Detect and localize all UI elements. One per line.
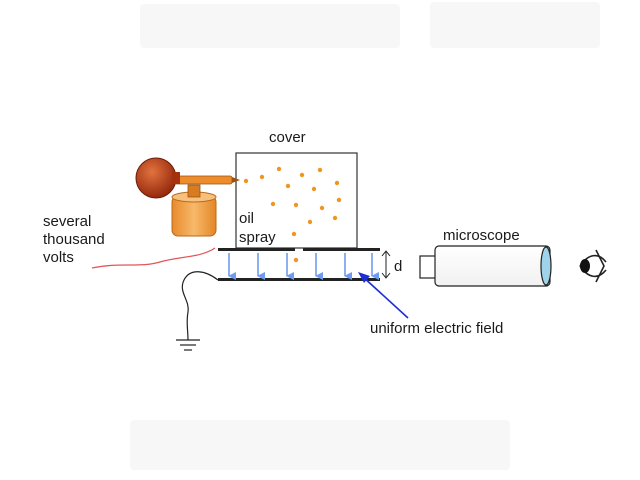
droplet bbox=[276, 166, 282, 172]
cover-box bbox=[235, 152, 358, 249]
eye-icon bbox=[579, 249, 607, 283]
nozzle-tube bbox=[173, 175, 233, 185]
droplet bbox=[307, 219, 313, 225]
droplet bbox=[291, 231, 297, 237]
microscope bbox=[419, 245, 552, 287]
uniform-field-label: uniform electric field bbox=[370, 320, 503, 337]
oil-droplets bbox=[243, 166, 342, 263]
eyepiece-lens bbox=[540, 246, 552, 286]
voltage-label-line3: volts bbox=[43, 249, 74, 266]
voltage-wire bbox=[91, 247, 216, 269]
top-plate-left bbox=[218, 248, 295, 251]
droplet bbox=[311, 186, 317, 192]
microscope-label: microscope bbox=[443, 227, 520, 244]
droplet bbox=[299, 172, 305, 178]
spray-label: spray bbox=[239, 229, 276, 246]
droplet bbox=[317, 167, 323, 173]
droplet bbox=[259, 174, 265, 180]
electric-field-arrows bbox=[228, 253, 379, 280]
droplet bbox=[336, 197, 342, 203]
droplet bbox=[243, 178, 249, 184]
droplet bbox=[332, 215, 338, 221]
bottom-plate bbox=[218, 278, 380, 281]
field-pointer-arrow bbox=[361, 275, 409, 319]
top-plate-right bbox=[303, 248, 380, 251]
capacitor-plates bbox=[218, 248, 380, 281]
droplet bbox=[293, 257, 299, 263]
voltage-label-line2: thousand bbox=[43, 231, 105, 248]
distance-label: d bbox=[394, 258, 402, 275]
faint-background-artifacts bbox=[130, 2, 600, 470]
oil-label: oil bbox=[239, 210, 254, 227]
cover-label: cover bbox=[269, 129, 306, 146]
ground-symbol bbox=[176, 339, 200, 351]
droplet bbox=[270, 201, 276, 207]
droplet bbox=[285, 183, 291, 189]
droplet bbox=[293, 202, 299, 208]
droplet bbox=[334, 180, 340, 186]
ground-wire bbox=[181, 271, 219, 341]
plate-distance-marker bbox=[381, 250, 391, 279]
voltage-label-line1: several bbox=[43, 213, 91, 230]
rubber-bulb bbox=[135, 157, 177, 199]
droplet bbox=[319, 205, 325, 211]
atomizer bbox=[135, 157, 240, 237]
